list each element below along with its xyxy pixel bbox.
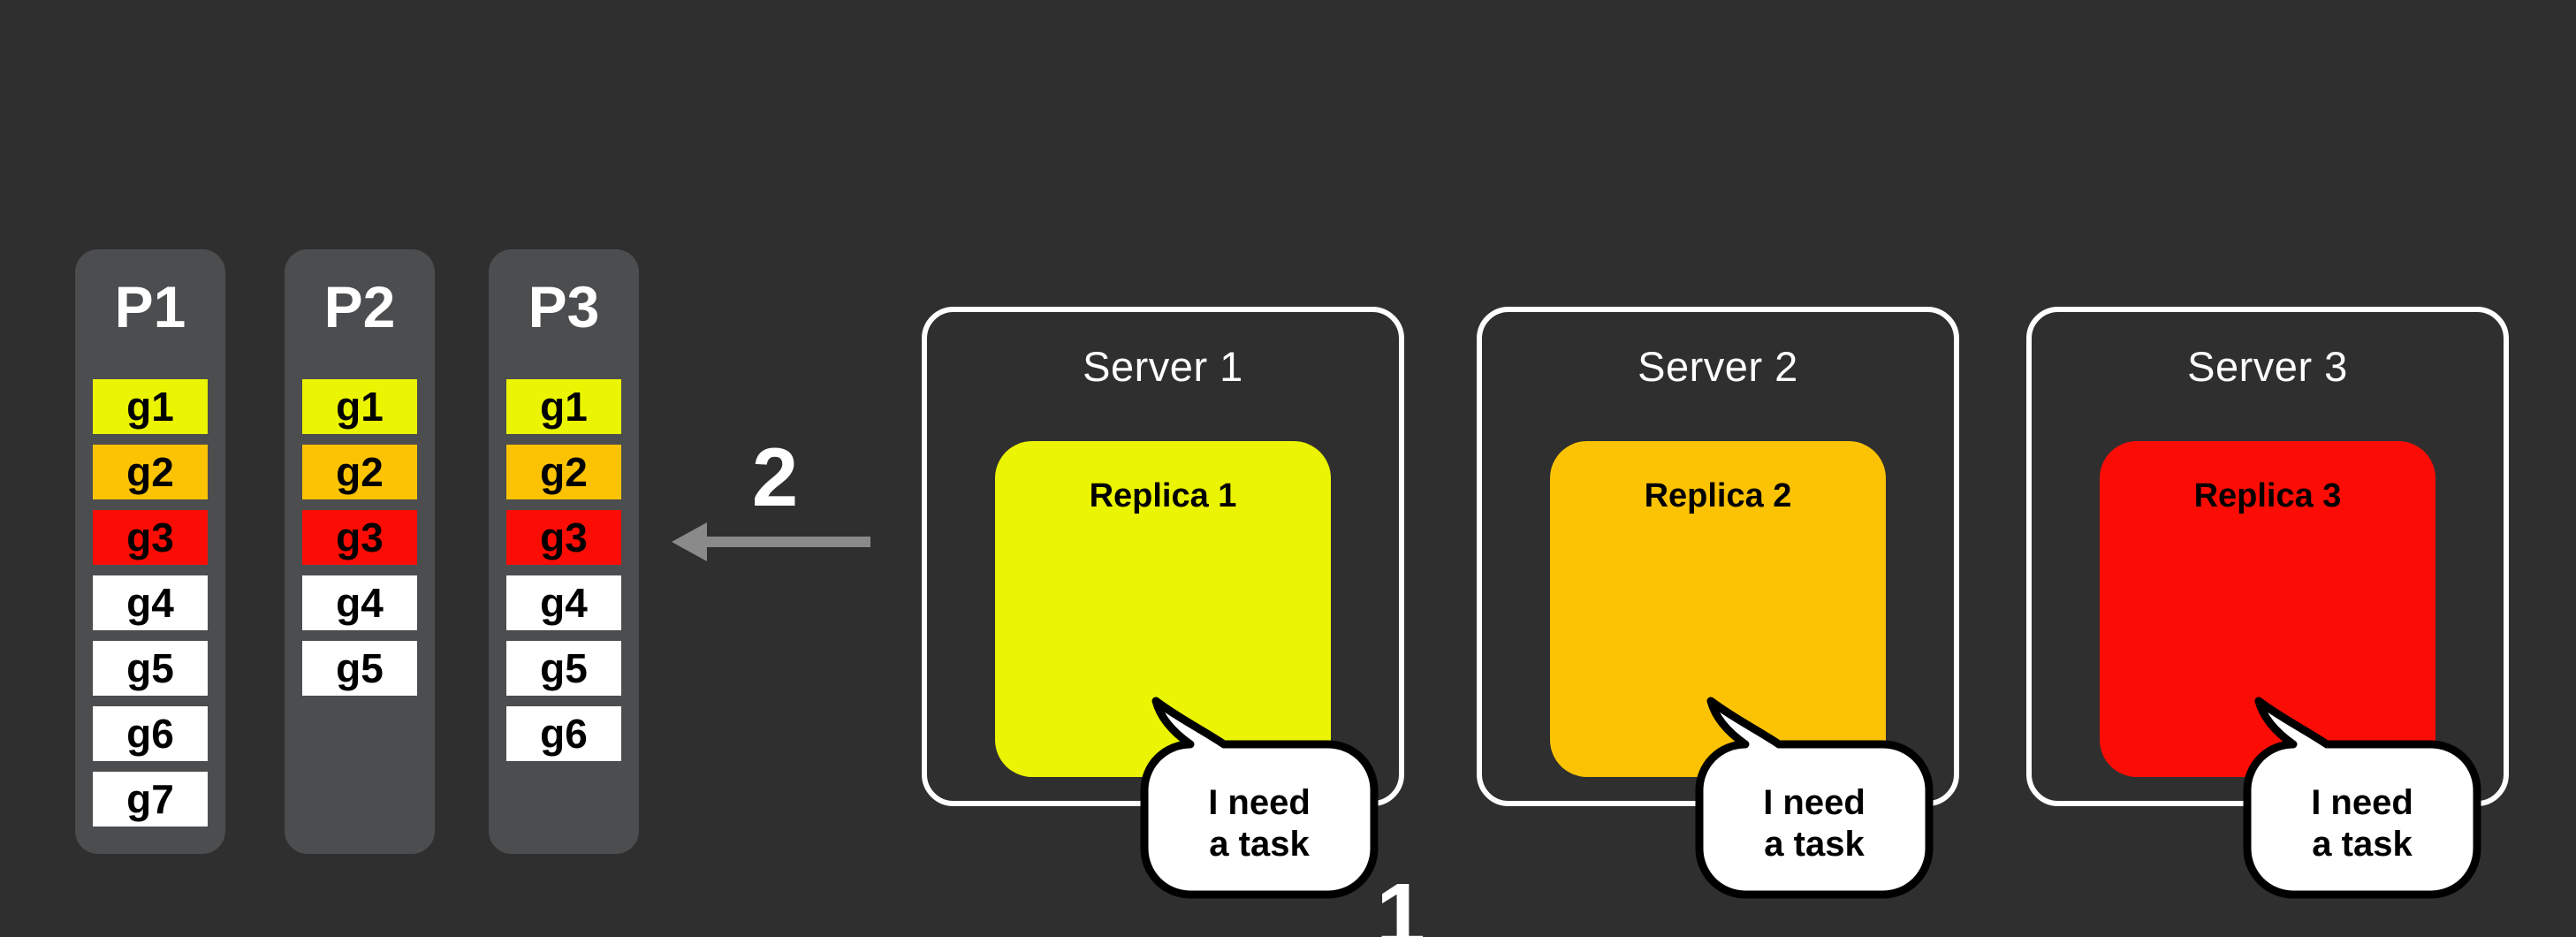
speech-line-2: a task (1764, 825, 1865, 864)
partition-p2: P2 g1 g2 g3 g4 g5 (285, 249, 435, 854)
server-title: Server 2 (1638, 343, 1798, 390)
task-g1: g1 (302, 379, 417, 434)
speech-bubble-2: I need a task (1699, 744, 1929, 895)
speech-bubble-1-shape (1140, 697, 1379, 899)
speech-bubble-1: I need a task (1144, 744, 1374, 895)
task-g7: g7 (93, 772, 208, 827)
task-g2: g2 (93, 445, 208, 499)
partition-p3: P3 g1 g2 g3 g4 g5 g6 (489, 249, 639, 854)
speech-bubble-2-shape (1695, 697, 1934, 899)
task-g3: g3 (506, 510, 621, 565)
replica-title: Replica 1 (1089, 477, 1237, 514)
partition-title: P2 (323, 274, 396, 339)
step-2-label: 2 (751, 430, 799, 523)
partition-title: P3 (528, 274, 600, 339)
task-list: g1 g2 g3 g4 g5 (302, 379, 417, 696)
task-g2: g2 (506, 445, 621, 499)
task-g3: g3 (302, 510, 417, 565)
speech-bubble-3-shape (2243, 697, 2481, 899)
speech-line-1: I need (1208, 783, 1311, 822)
partition-title: P1 (114, 274, 186, 339)
task-g1: g1 (506, 379, 621, 434)
speech-line-2: a task (1209, 825, 1310, 864)
server-title: Server 1 (1083, 343, 1243, 390)
task-g5: g5 (93, 641, 208, 696)
replica-title: Replica 2 (1644, 477, 1792, 514)
task-g4: g4 (506, 575, 621, 630)
task-g3: g3 (93, 510, 208, 565)
task-g4: g4 (93, 575, 208, 630)
task-list: g1 g2 g3 g4 g5 g6 g7 (93, 379, 208, 827)
task-list: g1 g2 g3 g4 g5 g6 (506, 379, 621, 761)
left-arrow-icon (672, 522, 870, 561)
step-1-label: 1 (1376, 865, 1425, 937)
partition-p1: P1 g1 g2 g3 g4 g5 g6 g7 (75, 249, 225, 854)
task-g4: g4 (302, 575, 417, 630)
task-g1: g1 (93, 379, 208, 434)
task-g5: g5 (302, 641, 417, 696)
task-g2: g2 (302, 445, 417, 499)
speech-line-2: a task (2312, 825, 2413, 864)
task-g6: g6 (506, 706, 621, 761)
server-title: Server 3 (2187, 343, 2348, 390)
speech-line-1: I need (1763, 783, 1866, 822)
speech-line-1: I need (2311, 783, 2413, 822)
replica-title: Replica 3 (2193, 477, 2342, 514)
task-g6: g6 (93, 706, 208, 761)
speech-bubble-3: I need a task (2247, 744, 2477, 895)
task-g5: g5 (506, 641, 621, 696)
